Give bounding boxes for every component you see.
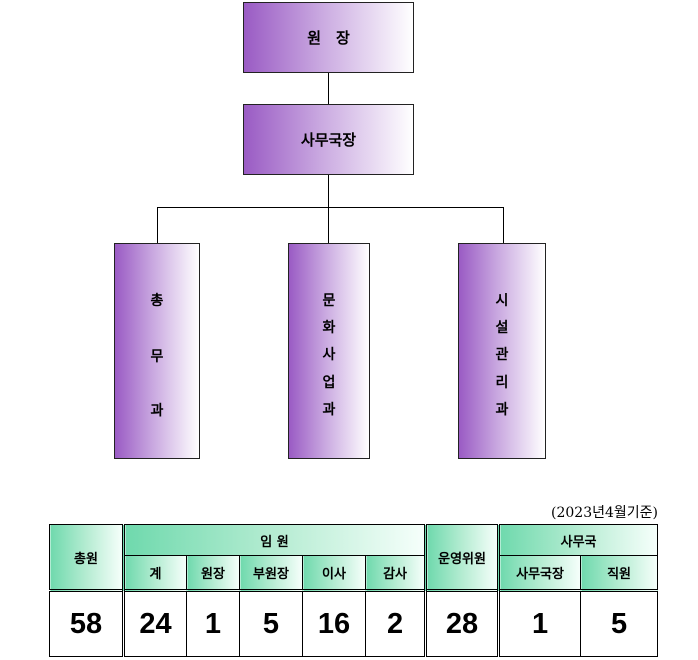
value-staff: 5 [580, 589, 659, 657]
value-secretary-general: 1 [497, 589, 582, 657]
header-officers-sum: 계 [122, 555, 187, 591]
date-note: (2023년4월기준) [551, 505, 658, 521]
header-staff: 직원 [580, 555, 659, 591]
header-officers: 임 원 [121, 524, 427, 556]
dept-char: 화 [322, 320, 336, 336]
secretary-general-box: 사무국장 [243, 104, 414, 175]
connector-branch-culture-dept [328, 207, 329, 244]
header-total: 총원 [49, 524, 124, 591]
dept-char: 업 [322, 375, 336, 391]
header-vice-director: 부원장 [239, 555, 303, 591]
connector-secretary-branch [328, 174, 329, 207]
director-box: 원 장 [243, 2, 414, 73]
staff-stats-table: 총원 임 원 운영위원 사무국 계 원장 부원장 이사 감사 사무국장 직원 5… [49, 524, 659, 657]
connector-branch-general-affairs [157, 207, 158, 244]
dept-culture-box: 문 화 사 업 과 [288, 243, 370, 459]
value-board-members: 16 [302, 589, 366, 657]
dept-char: 설 [495, 320, 509, 336]
dept-char: 과 [150, 403, 164, 419]
dept-char: 과 [322, 402, 336, 418]
dept-char: 과 [495, 402, 509, 418]
value-director: 1 [186, 589, 240, 657]
header-auditors: 감사 [364, 555, 427, 591]
dept-facilities-box: 시 설 관 리 과 [458, 243, 546, 459]
header-board-members: 이사 [302, 555, 366, 591]
dept-char: 시 [495, 293, 509, 309]
value-committee: 28 [424, 589, 500, 657]
connector-branch-facilities-dept [503, 207, 504, 244]
dept-char: 문 [322, 293, 336, 309]
header-director: 원장 [186, 555, 240, 591]
connector-director-secretary [328, 72, 329, 105]
header-committee: 운영위원 [424, 524, 500, 591]
secretary-general-label: 사무국장 [300, 131, 357, 149]
connector-horizontal-branch [157, 207, 504, 208]
dept-char: 총 [150, 293, 164, 309]
value-total: 58 [49, 589, 124, 657]
dept-char: 사 [322, 347, 336, 363]
header-secretariat: 사무국 [497, 524, 659, 556]
value-vice-director: 5 [239, 589, 303, 657]
dept-general-affairs-box: 총 무 과 [114, 243, 200, 459]
director-label: 원 장 [307, 29, 350, 47]
value-auditors: 2 [364, 589, 427, 657]
value-officers-sum: 24 [122, 589, 187, 657]
dept-char: 리 [495, 375, 509, 391]
header-secretary-general: 사무국장 [497, 555, 582, 591]
dept-char: 관 [495, 347, 509, 363]
dept-char: 무 [150, 349, 164, 365]
